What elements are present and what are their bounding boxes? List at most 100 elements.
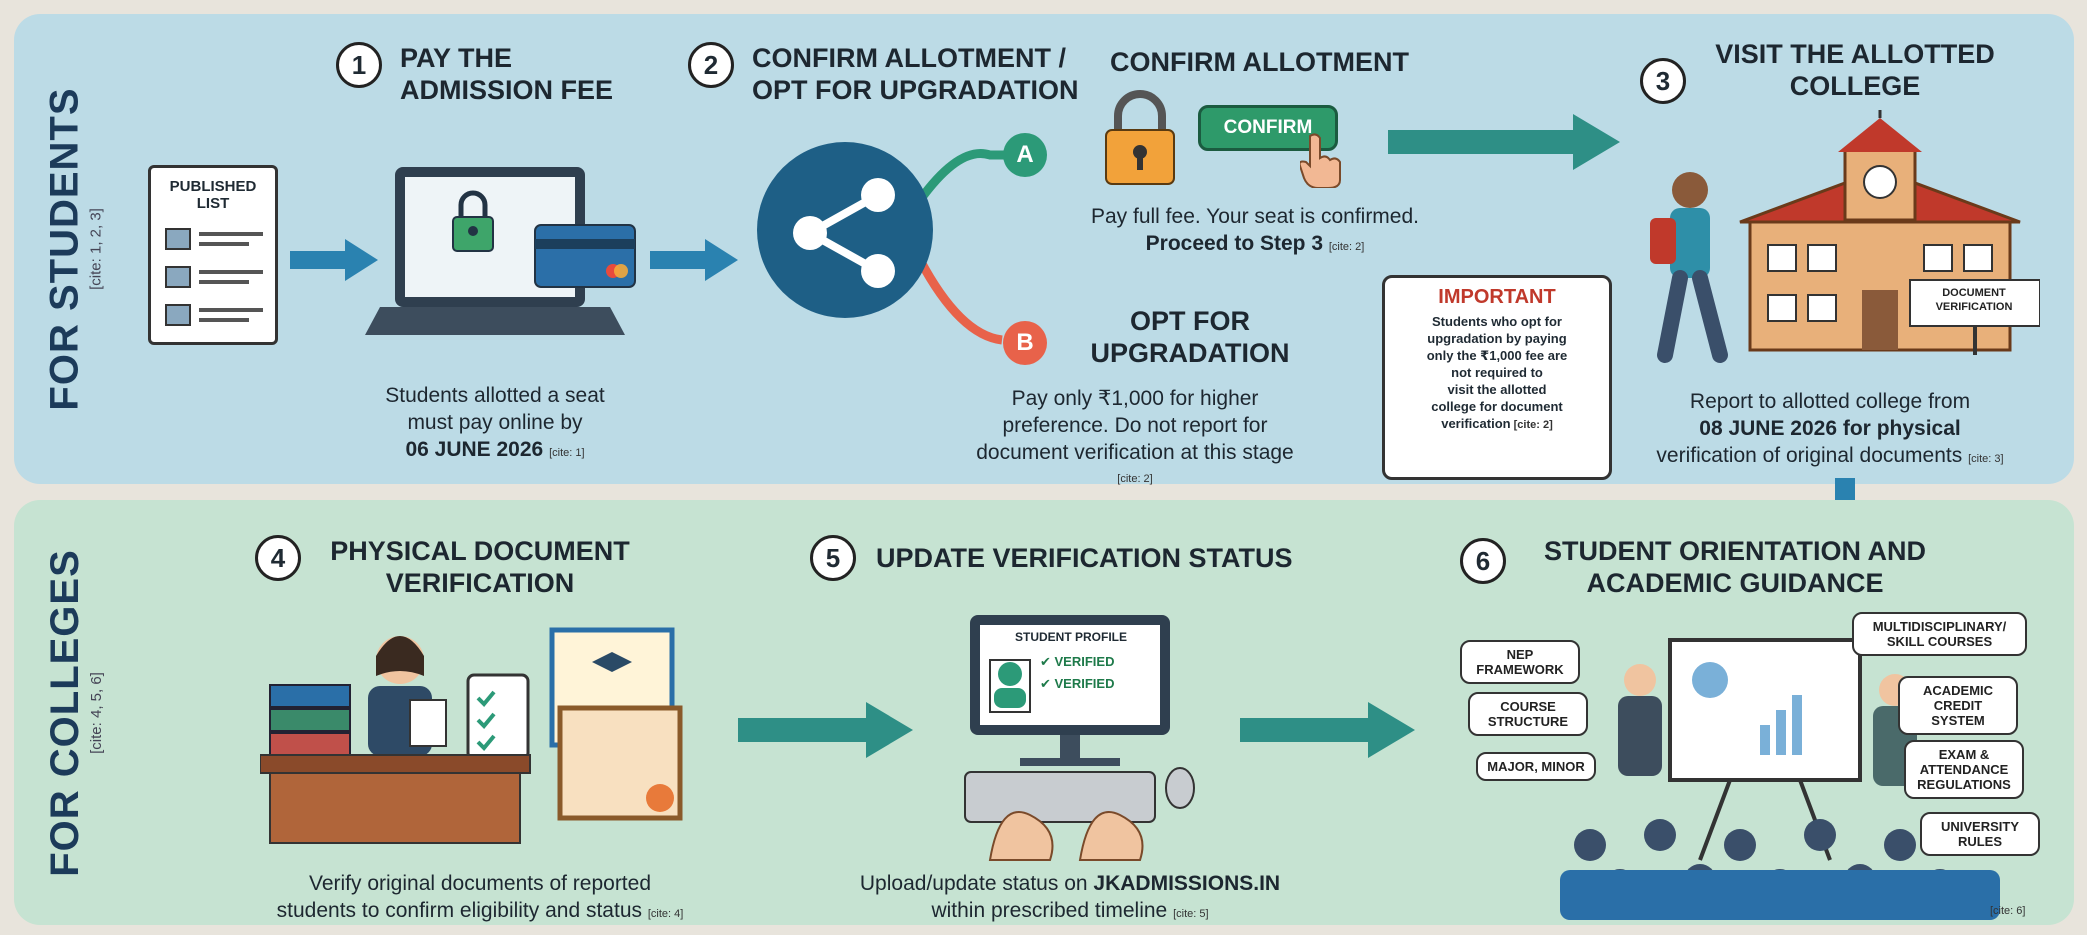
- important-line: only the ₹1,000 fee are: [1426, 348, 1568, 363]
- verified-badge-2: ✔ VERIFIED: [1040, 676, 1115, 691]
- opt-caption: Pay only ₹1,000 for higher preference. D…: [950, 385, 1320, 493]
- step3-title-line2: COLLEGE: [1789, 71, 1921, 101]
- important-line: verification [cite: 2]: [1441, 416, 1553, 431]
- step6-number: 6: [1460, 538, 1506, 584]
- step2-number: 2: [688, 42, 734, 88]
- step4-number: 4: [255, 535, 301, 581]
- colleges-side-title: FOR COLLEGES: [43, 548, 88, 877]
- branch-b-badge: B: [1003, 321, 1047, 365]
- arrow-fee-to-confirm: [650, 239, 738, 281]
- confirm-caption-line2: Proceed to Step 3: [1145, 232, 1324, 255]
- share-branch-icon: [757, 142, 1022, 345]
- step5-site: JKADMISSIONS.IN: [1093, 872, 1281, 895]
- step1-title-line1: PAY THE: [400, 43, 513, 73]
- step5-title: UPDATE VERIFICATION STATUS: [876, 543, 1293, 573]
- opt-title-line2: UPGRADATION: [1090, 338, 1290, 368]
- step1-caption: Students allotted a seat must pay online…: [345, 382, 645, 467]
- padlock-icon: [1105, 90, 1175, 185]
- step4-title-line2: VERIFICATION: [385, 568, 575, 598]
- opt-cite: [cite: 2]: [1117, 473, 1153, 485]
- important-line: visit the allotted: [1447, 382, 1547, 397]
- orientation-topic-bubble: MAJOR, MINOR: [1476, 752, 1596, 781]
- students-side-cite: [cite: 1, 2, 3]: [88, 208, 105, 290]
- step1-title: PAY THE ADMISSION FEE: [400, 42, 613, 106]
- laptop-payment-icon: [365, 167, 636, 335]
- step3-caption-line1: Report to allotted college from: [1689, 390, 1971, 413]
- step4-caption-line1: Verify original documents of reported: [308, 872, 652, 895]
- document-verification-sign: DOCUMENT VERIFICATION: [1912, 286, 2036, 314]
- step4-caption: Verify original documents of reported st…: [220, 870, 740, 928]
- sign-line1: DOCUMENT: [1942, 287, 2006, 299]
- step2-title-line2: OPT FOR UPGRADATION: [752, 75, 1079, 105]
- opt-upgradation-title: OPT FOR UPGRADATION: [1080, 305, 1300, 369]
- student-profile-title: STUDENT PROFILE: [1014, 630, 1127, 644]
- important-title: IMPORTANT: [1438, 286, 1556, 308]
- important-line: upgradation by paying: [1427, 331, 1567, 346]
- step3-title-line1: VISIT THE ALLOTTED: [1715, 39, 1995, 69]
- colleges-side-label: FOR COLLEGES [cite: 4, 5, 6]: [14, 500, 134, 925]
- arrow-verify-to-update: [738, 702, 913, 758]
- step2-title-line1: CONFIRM ALLOTMENT /: [752, 43, 1066, 73]
- step1-number: 1: [336, 42, 382, 88]
- step3-caption-line2: 08 JUNE 2026 for physical: [1699, 417, 1961, 440]
- step5-cite: [cite: 5]: [1173, 908, 1209, 920]
- students-side-label: FOR STUDENTS [cite: 1, 2, 3]: [14, 14, 134, 484]
- orientation-topic-bubble: NEP FRAMEWORK: [1460, 640, 1580, 684]
- important-line: not required to: [1451, 365, 1543, 380]
- branch-a-badge: A: [1003, 133, 1047, 177]
- step1-cite: [cite: 1]: [549, 447, 585, 459]
- step1-caption-line1: Students allotted a seat: [385, 384, 605, 407]
- step6-title: STUDENT ORIENTATION AND ACADEMIC GUIDANC…: [1515, 535, 1955, 599]
- step6-cite: [cite: 6]: [1990, 905, 2026, 917]
- step5-caption-line2: within prescribed timeline: [931, 899, 1168, 922]
- step5-caption-line1: Upload/update status on: [859, 872, 1088, 895]
- confirm-allotment-title: CONFIRM ALLOTMENT: [1110, 47, 1409, 77]
- opt-caption-line2: preference. Do not report for: [1002, 414, 1268, 437]
- step1-caption-line2: must pay online by: [407, 411, 583, 434]
- students-side-title: FOR STUDENTS: [43, 87, 87, 411]
- step4-cite: [cite: 4]: [647, 908, 684, 920]
- step4-caption-line2: students to confirm eligibility and stat…: [276, 899, 643, 922]
- orientation-topic-bubble: EXAM & ATTENDANCE REGULATIONS: [1904, 740, 2024, 799]
- verified-badge-1: ✔ VERIFIED: [1040, 654, 1115, 669]
- arrow-confirm-to-visit: [1388, 114, 1620, 170]
- sign-line2: VERIFICATION: [1935, 301, 2013, 313]
- step5-number: 5: [810, 535, 856, 581]
- important-line: Students who opt for: [1432, 314, 1562, 329]
- important-cite: [cite: 2]: [1510, 419, 1553, 431]
- step1-title-line2: ADMISSION FEE: [400, 75, 614, 105]
- step3-caption: Report to allotted college from 08 JUNE …: [1620, 388, 2040, 473]
- pointing-hand-icon: [1300, 133, 1341, 188]
- orientation-topic-bubble: UNIVERSITY RULES: [1920, 812, 2040, 856]
- step3-number: 3: [1640, 58, 1686, 104]
- important-note: IMPORTANT Students who opt for upgradatio…: [1382, 275, 1612, 480]
- published-list-line1: PUBLISHED: [169, 178, 257, 195]
- step5-caption: Upload/update status on JKADMISSIONS.IN …: [820, 870, 1320, 928]
- step6-title-line2: ACADEMIC GUIDANCE: [1586, 568, 1884, 598]
- orientation-topic-bubble: MULTIDISCIPLINARY/ SKILL COURSES: [1852, 612, 2027, 656]
- student-walking-to-college-illustration: [1650, 110, 2040, 363]
- colleges-side-cite: [cite: 4, 5, 6]: [88, 671, 106, 754]
- step3-caption-line3: verification of original documents: [1656, 444, 1963, 467]
- orientation-topic-bubble: ACADEMIC CREDIT SYSTEM: [1898, 676, 2018, 735]
- orientation-topic-bubble: COURSE STRUCTURE: [1468, 692, 1588, 736]
- verified-label-1: VERIFIED: [1054, 654, 1115, 669]
- verified-label-2: VERIFIED: [1054, 676, 1115, 691]
- opt-caption-line1: Pay only ₹1,000 for higher: [1011, 387, 1259, 410]
- step4-title: PHYSICAL DOCUMENT VERIFICATION: [310, 535, 650, 599]
- opt-caption-line3: document verification at this stage: [976, 441, 1294, 464]
- computer-update-illustration: [964, 615, 1195, 861]
- confirm-caption: Pay full fee. Your seat is confirmed. Pr…: [1045, 203, 1465, 261]
- important-line: college for document: [1431, 399, 1563, 414]
- student-profile-screen: STUDENT PROFILE ✔ VERIFIED ✔ VERIFIED: [982, 630, 1160, 692]
- step1-deadline: 06 JUNE 2026: [405, 438, 544, 461]
- important-lines: Students who opt for upgradation by payin…: [1395, 313, 1599, 434]
- confirm-cite: [cite: 2]: [1328, 241, 1365, 253]
- step3-title: VISIT THE ALLOTTED COLLEGE: [1705, 38, 2005, 102]
- step3-cite: [cite: 3]: [1968, 453, 2004, 465]
- step6-title-line1: STUDENT ORIENTATION AND: [1544, 536, 1926, 566]
- step4-title-line1: PHYSICAL DOCUMENT: [330, 536, 630, 566]
- published-list-icon: PUBLISHED LIST: [148, 165, 278, 345]
- arrow-list-to-fee: [290, 239, 378, 281]
- step2-title: CONFIRM ALLOTMENT / OPT FOR UPGRADATION: [752, 42, 1079, 106]
